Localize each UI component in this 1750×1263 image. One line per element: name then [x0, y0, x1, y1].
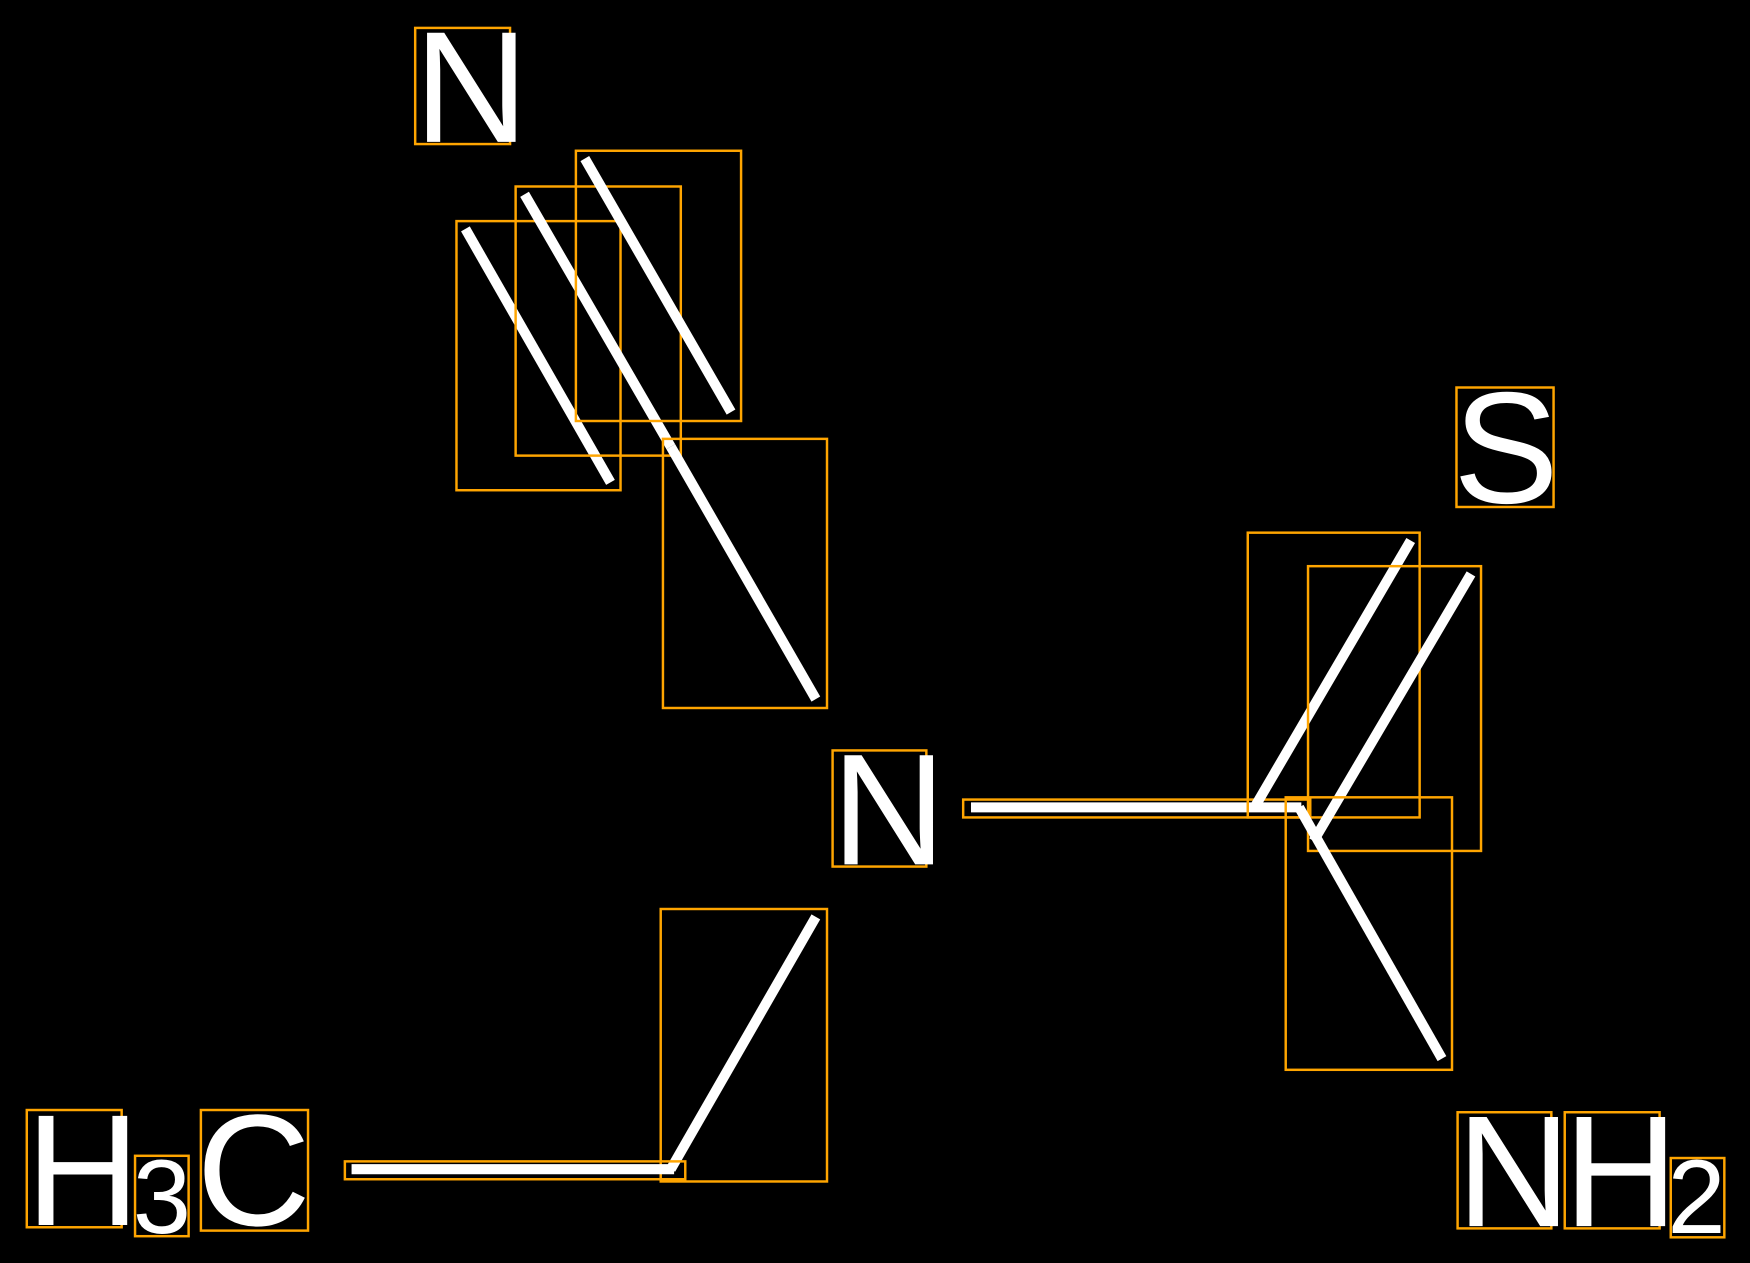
atom-label-n-mid: N	[831, 720, 945, 898]
atom-s: S	[1453, 358, 1559, 536]
atom-label-s: S	[1453, 358, 1559, 536]
atom-n-mid: N	[831, 720, 946, 898]
atom-label-amine-sub: 2	[1667, 1139, 1725, 1256]
atom-n-top: N	[413, 0, 529, 176]
atom-label-methyl-sub: 3	[133, 1139, 191, 1256]
bond-methyl	[343, 1160, 687, 1181]
bond-nitrile-carbon-chain	[661, 437, 829, 710]
amine-group: N H 2	[1456, 1082, 1726, 1260]
bond-n-to-carbon	[961, 798, 1312, 819]
bond-triple-3	[574, 149, 743, 423]
atom-label-n-top: N	[414, 0, 528, 176]
atom-label-amine-n: N	[1456, 1082, 1570, 1260]
methyl-group: H 3 C	[25, 1081, 311, 1259]
atom-label-methyl-c: C	[196, 1081, 310, 1259]
atom-label-amine-h: H	[1564, 1082, 1678, 1260]
bond-ring-to-n-lower	[659, 907, 829, 1183]
bond-double-s-1	[1246, 531, 1421, 819]
bond-to-amine	[1284, 796, 1454, 1072]
atom-label-methyl-h: H	[26, 1081, 140, 1259]
